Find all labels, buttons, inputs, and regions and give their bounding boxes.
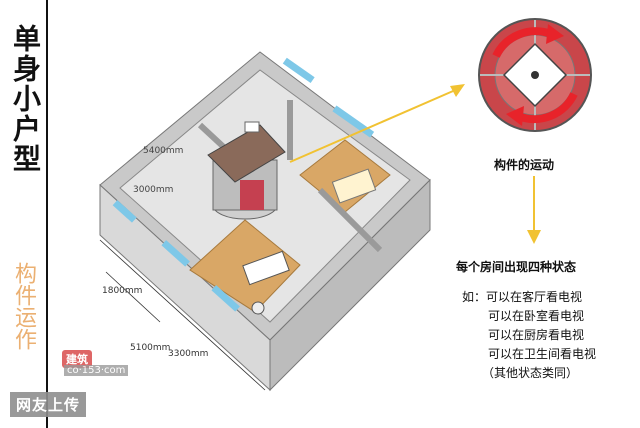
example-line-3: 可以在厨房看电视: [488, 328, 585, 342]
sofa: [242, 250, 290, 286]
rotation-arrow-top: [492, 27, 553, 58]
arrow-to-rotor-detail: [289, 87, 461, 163]
arrow-down-head: [527, 230, 541, 244]
rotation-arrow-bottom-head: [506, 106, 524, 126]
subtitle-text: 构件运作: [11, 262, 36, 350]
rotation-arrow-bottom: [516, 92, 578, 124]
arrow-head-1: [450, 84, 465, 97]
watermark-url: co·153·com: [64, 365, 129, 376]
title-text: 单身小户型: [9, 24, 42, 174]
round-table: [251, 301, 265, 315]
arrow-down: [527, 176, 541, 244]
toilet: [244, 121, 260, 133]
example-line-5: （其他状态类同）: [482, 366, 579, 380]
motion-arrows: [289, 84, 465, 163]
window-left-1: [112, 200, 137, 223]
dimension-d2: 3000mm: [133, 185, 173, 195]
right-outer-wall: [269, 178, 431, 392]
watermark-upload: 网友上传: [10, 392, 87, 417]
example-line-2: 可以在卧室看电视: [488, 309, 585, 323]
partition-wall-3: [317, 187, 383, 253]
dimension-d3: 1800mm: [102, 286, 142, 296]
rotor-red-panel: [240, 180, 264, 210]
vertical-subtitle: 构件运作: [8, 262, 38, 350]
states-heading: 每个房间出现四种状态: [456, 260, 577, 274]
dimension-d1: 5400mm: [143, 146, 183, 156]
example-line-1: 如：可以在客厅看电视: [462, 290, 583, 304]
rotor-detail-diagram: [478, 18, 592, 132]
vertical-title: 单身小户型: [6, 24, 42, 174]
bed: [331, 168, 377, 204]
rotation-arrow-top-head: [546, 24, 564, 44]
floorplan-isometric-drawing: 5400mm 3000mm 1800mm 5100mm 3300mm: [99, 51, 431, 392]
rotor-center: [531, 71, 539, 79]
title-divider: [46, 0, 48, 428]
dimension-d4: 5100mm: [130, 343, 170, 353]
watermark-brand: 建筑: [62, 350, 92, 368]
window-left-2: [161, 240, 190, 267]
dimension-line-short: [105, 271, 161, 323]
window-left-3: [211, 285, 240, 312]
motion-caption: 构件的运动: [494, 158, 555, 172]
dimension-line-long: [99, 239, 266, 391]
rotor-panel-tv: [207, 124, 286, 183]
example-line-4: 可以在卫生间看电视: [488, 347, 597, 361]
window-top: [282, 57, 315, 84]
dimension-d5: 3300mm: [168, 349, 208, 359]
